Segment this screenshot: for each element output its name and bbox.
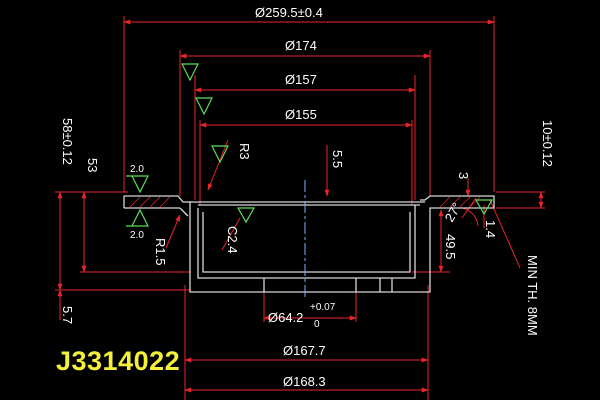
label-d174: Ø174 — [285, 38, 317, 53]
label-height-53: 53 — [85, 158, 100, 172]
parallelism-symbol-3 — [211, 145, 229, 164]
label-thickness: 10±0.12 — [540, 120, 555, 167]
label-d157: Ø157 — [285, 72, 317, 87]
flange-left — [124, 195, 495, 293]
inner-wall — [197, 205, 416, 279]
finish-symbol-right — [474, 199, 494, 216]
label-height-57: 5.7 — [60, 306, 75, 324]
dimension-lines — [57, 19, 544, 393]
label-roughness-bottom: 2.0 — [130, 230, 144, 241]
label-55: 5.5 — [330, 150, 345, 168]
label-27: 27° — [442, 200, 465, 225]
angle-arc-27 — [461, 207, 479, 227]
label-d64-tol-lower: 0 — [314, 319, 320, 330]
label-d155: Ø155 — [285, 107, 317, 122]
part-code: J3314022 — [56, 346, 181, 376]
label-d168: Ø168.3 — [283, 374, 326, 389]
label-r3: R3 — [237, 143, 252, 160]
parallelism-symbol-1 — [181, 63, 199, 82]
label-d64: Ø64.2 — [268, 310, 303, 325]
label-c24: C2.4 — [225, 226, 240, 253]
label-height-total: 58±0.12 — [60, 118, 75, 165]
part-outline — [123, 195, 495, 293]
label-min-thickness: MIN TH. 8MM — [525, 255, 540, 336]
label-d64-tol-upper: +0.07 — [310, 302, 336, 313]
label-d167: Ø167.7 — [283, 343, 326, 358]
finish-symbol-c24 — [236, 207, 256, 224]
roughness-symbol-top — [126, 175, 149, 194]
leader-min-th — [489, 199, 521, 269]
label-495: 49.5 — [443, 234, 458, 259]
label-14: 1.4 — [483, 220, 498, 238]
section-hatching — [129, 196, 481, 208]
parallelism-symbol-2 — [195, 97, 213, 116]
surface-symbols — [126, 63, 494, 227]
label-3: 3 — [456, 172, 471, 179]
label-outer-diameter: Ø259.5±0.4 — [255, 5, 323, 20]
label-roughness-top: 2.0 — [130, 164, 144, 175]
leader-r15 — [165, 214, 181, 249]
roughness-symbol-bottom — [126, 208, 149, 227]
leader-r3 — [207, 139, 229, 191]
label-r15: R1.5 — [153, 238, 168, 265]
leader-c24 — [221, 217, 241, 251]
extension-lines — [55, 16, 545, 400]
dimension-labels: Ø259.5±0.4 Ø174 Ø157 Ø155 R3 5.5 C2.4 R1… — [60, 5, 555, 389]
